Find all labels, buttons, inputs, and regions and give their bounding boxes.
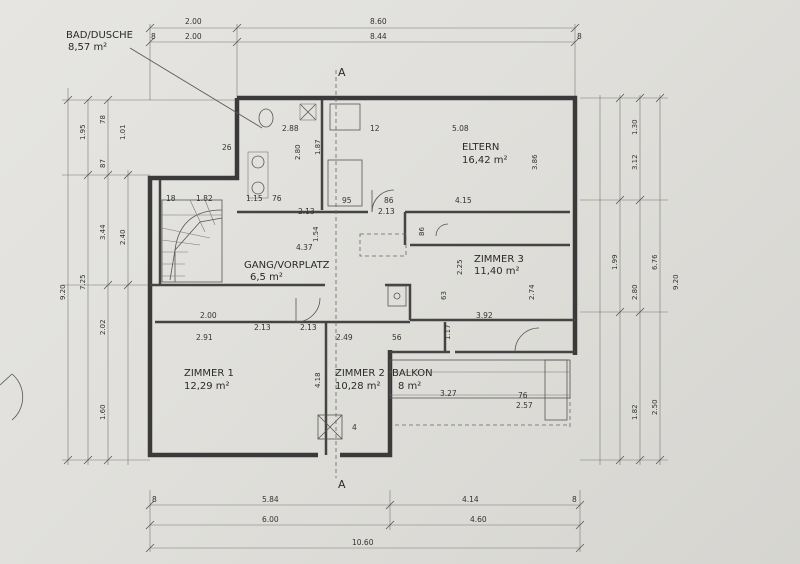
dim-inner-19: 2.00 — [200, 311, 217, 320]
dim-bottom-4: 4.60 — [470, 515, 487, 524]
dim-left-10: 2.02 — [99, 319, 107, 335]
dim-left-1: 1.95 — [79, 124, 87, 140]
dim-inner-31: 2.25 — [456, 259, 464, 275]
dim-inner-2: 2.80 — [294, 144, 302, 160]
dim-left-9: 87 — [99, 159, 107, 168]
dim-inner-24: 56 — [392, 333, 402, 342]
room-name-room2: ZIMMER 2 — [335, 368, 385, 379]
dim-left-5: 2.40 — [119, 229, 127, 245]
dim-inner-1: 2.88 — [282, 124, 299, 133]
dim-inner-22: 2.91 — [196, 333, 213, 342]
dim-bottom-5: 10.60 — [352, 538, 374, 547]
dim-bottom-6: 8 — [152, 495, 157, 504]
dim-inner-29: 1.17 — [444, 324, 452, 340]
dim-inner-3: 1.87 — [314, 139, 322, 155]
dim-inner-17: 2.74 — [528, 284, 536, 300]
room-area-room1: 12,29 m² — [184, 381, 230, 392]
bath-leader-line — [129, 47, 263, 129]
dim-inner-9: 95 — [342, 196, 352, 205]
dim-top-2: 8.60 — [370, 17, 387, 26]
dim-inner-30: 63 — [440, 291, 448, 300]
dim-inner-18: 3.92 — [476, 311, 493, 320]
staircase — [161, 199, 223, 283]
dim-inner-7: 1.15 — [246, 194, 263, 203]
left-dimension-lines — [62, 88, 235, 465]
dim-bottom-1: 5.84 — [262, 495, 279, 504]
dim-inner-13: 4.15 — [455, 196, 472, 205]
room-area-parents: 16,42 m² — [462, 155, 508, 166]
room-area-room2: 10,28 m² — [335, 381, 381, 392]
right-dimension-lines — [580, 93, 668, 465]
dim-inner-27: 2.57 — [516, 401, 533, 410]
dim-inner-35: 4 — [352, 423, 357, 432]
room-area-balcony: 8 m² — [398, 381, 421, 392]
dim-inner-8: 76 — [272, 194, 282, 203]
dim-inner-23: 2.49 — [336, 333, 353, 342]
dim-left-8: 78 — [99, 115, 107, 124]
dim-inner-15: 1.54 — [312, 226, 320, 242]
dim-inner-34: 26 — [222, 143, 232, 152]
balcony-outline — [389, 359, 571, 430]
dim-top-1: 2.00 — [185, 17, 202, 26]
dim-left-7: 1.01 — [119, 124, 127, 140]
dim-right-7: 1.30 — [631, 119, 639, 135]
room-name-room3: ZIMMER 3 — [474, 254, 524, 265]
room-name-room1: ZIMMER 1 — [184, 368, 234, 379]
room-area-room3: 11,40 m² — [474, 266, 520, 277]
dim-inner-6: 1.82 — [196, 194, 213, 203]
dim-right-3: 1.99 — [611, 254, 619, 270]
dim-right-8: 6.76 — [651, 254, 659, 270]
dim-inner-4: 5.08 — [452, 124, 469, 133]
dim-inner-32: 18 — [166, 194, 176, 203]
dim-inner-12: 2.13 — [378, 207, 395, 216]
interior-walls — [150, 100, 575, 455]
dim-left-6: 1.60 — [99, 404, 107, 420]
dim-inner-10: 86 — [384, 196, 394, 205]
dim-top-6: 8 — [577, 32, 582, 41]
dim-inner-14: 4.37 — [296, 243, 313, 252]
top-dimension-lines — [145, 23, 580, 100]
dim-bottom-3: 6.00 — [262, 515, 279, 524]
section-mark-bottom: A — [338, 478, 346, 491]
dim-top-5: 8 — [151, 32, 156, 41]
room-name-balcony: BALKON — [392, 368, 433, 379]
room-area-hall: 6,5 m² — [250, 272, 283, 283]
dim-inner-5: 3.86 — [531, 154, 539, 170]
dim-left-4: 3.44 — [99, 224, 107, 240]
room-name-bath: BAD/DUSCHE — [66, 30, 133, 41]
dim-left-3: 9.20 — [59, 284, 67, 300]
dim-bottom-7: 8 — [572, 495, 577, 504]
dim-right-4: 2.80 — [631, 284, 639, 300]
bottom-dimension-lines — [145, 490, 585, 553]
dim-left-2: 7.25 — [79, 274, 87, 290]
dim-inner-26: 3.27 — [440, 389, 457, 398]
dim-top-3: 2.00 — [185, 32, 202, 41]
bathroom-fixtures — [247, 103, 363, 207]
dim-inner-20: 2.13 — [254, 323, 271, 332]
dim-inner-11: 2.13 — [298, 207, 315, 216]
dim-right-1: 9.20 — [672, 274, 680, 290]
dim-inner-16: 86 — [418, 227, 426, 236]
section-mark-top: A — [338, 66, 346, 79]
dim-inner-28: 76 — [518, 391, 528, 400]
dim-inner-25: 4.18 — [314, 372, 322, 388]
door-swings — [0, 189, 540, 421]
dim-top-4: 8.44 — [370, 32, 387, 41]
dim-bottom-2: 4.14 — [462, 495, 479, 504]
dim-right-2: 3.12 — [631, 154, 639, 170]
dim-inner-33: 12 — [370, 124, 380, 133]
room-name-parents: ELTERN — [462, 142, 499, 153]
room-name-hall: GANG/VORPLATZ — [244, 260, 330, 271]
dim-right-6: 1.82 — [631, 404, 639, 420]
shafts — [317, 233, 407, 440]
room-area-bath: 8,57 m² — [68, 42, 107, 53]
dim-inner-21: 2.13 — [300, 323, 317, 332]
dim-right-5: 2.50 — [651, 399, 659, 415]
